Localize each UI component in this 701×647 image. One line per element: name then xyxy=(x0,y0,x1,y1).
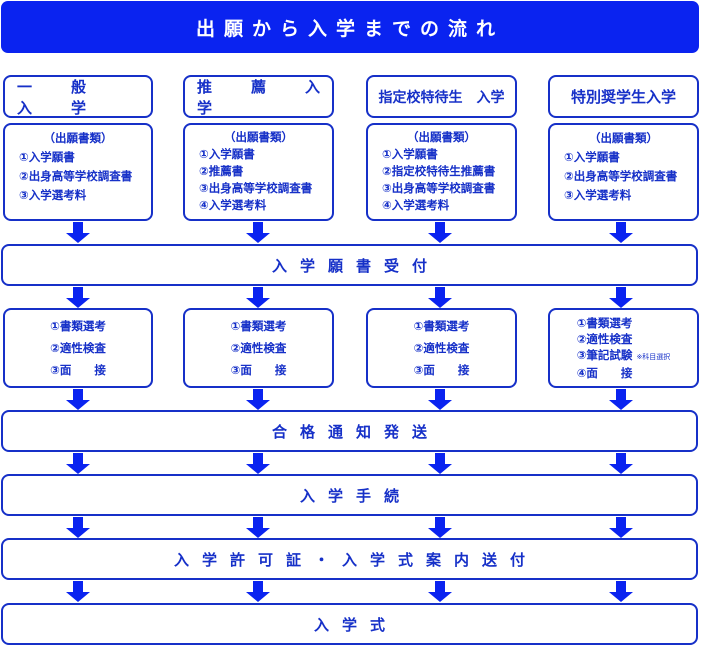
down-arrow-icon xyxy=(428,453,452,475)
down-arrow-icon xyxy=(66,389,90,411)
doc-item: ①入学願書 xyxy=(19,150,75,164)
down-arrow-icon xyxy=(428,389,452,411)
docs-heading: （出願書類） xyxy=(407,130,476,144)
down-arrow-icon xyxy=(246,453,270,475)
down-arrow-icon xyxy=(246,287,270,309)
steps-designated-school: ①書類選考 ②適性検査 ③面 接 xyxy=(366,308,517,388)
down-arrow-icon xyxy=(66,453,90,475)
down-arrow-icon xyxy=(66,581,90,603)
steps-general: ①書類選考 ②適性検査 ③面 接 xyxy=(3,308,153,388)
step-item: ③面 接 xyxy=(50,363,106,377)
header-special-scholarship-admission: 特別奨学生入学 xyxy=(548,75,699,118)
doc-item: ②推薦書 xyxy=(199,164,244,178)
doc-item: ③入学選考料 xyxy=(19,188,87,202)
down-arrow-icon xyxy=(428,517,452,539)
doc-item: ②出身高等学校調査書 xyxy=(19,169,133,183)
step-item: ②適性検査 xyxy=(576,332,633,346)
steps-special-scholarship: ①書類選考 ②適性検査 ③筆記試験※科目選択 ④面 接 xyxy=(548,308,699,388)
down-arrow-icon xyxy=(246,517,270,539)
step-item: ②適性検査 xyxy=(230,341,287,355)
down-arrow-icon xyxy=(428,581,452,603)
doc-item: ③出身高等学校調査書 xyxy=(199,181,313,195)
docs-general: （出願書類） ①入学願書 ②出身高等学校調査書 ③入学選考料 xyxy=(3,123,153,221)
down-arrow-icon xyxy=(609,581,633,603)
down-arrow-icon xyxy=(609,517,633,539)
down-arrow-icon xyxy=(428,287,452,309)
doc-item: ①入学願書 xyxy=(564,150,620,164)
down-arrow-icon xyxy=(609,389,633,411)
docs-heading: （出願書類） xyxy=(43,131,113,145)
step-item: ①書類選考 xyxy=(413,319,470,333)
docs-designated-school: （出願書類） ①入学願書 ②指定校特待生推薦書 ③出身高等学校調査書 ④入学選考… xyxy=(366,123,517,221)
down-arrow-icon xyxy=(66,222,90,244)
doc-item: ④入学選考料 xyxy=(199,198,267,212)
header-designated-school-admission: 指定校特待生 入学 xyxy=(366,75,517,118)
step-item: ①書類選考 xyxy=(576,316,633,330)
doc-item: ③入学選考料 xyxy=(564,188,632,202)
step-item: ④面 接 xyxy=(576,366,633,380)
doc-item: ②出身高等学校調査書 xyxy=(564,169,678,183)
stage-admission-permit-sent: 入学許可証・入学式案内送付 xyxy=(1,538,698,580)
docs-recommendation: （出願書類） ①入学願書 ②推薦書 ③出身高等学校調査書 ④入学選考料 xyxy=(183,123,334,221)
down-arrow-icon xyxy=(246,389,270,411)
steps-recommendation: ①書類選考 ②適性検査 ③面 接 xyxy=(183,308,334,388)
down-arrow-icon xyxy=(246,222,270,244)
down-arrow-icon xyxy=(609,222,633,244)
down-arrow-icon xyxy=(609,287,633,309)
down-arrow-icon xyxy=(609,453,633,475)
header-recommendation-admission: 推 薦 入 学 xyxy=(183,75,347,118)
docs-special-scholarship: （出願書類） ①入学願書 ②出身高等学校調査書 ③入学選考料 xyxy=(548,123,699,221)
step-item: ②適性検査 xyxy=(50,341,106,355)
stage-entrance-ceremony: 入学式 xyxy=(1,603,698,645)
doc-item: ②指定校特待生推薦書 xyxy=(382,164,496,178)
header-general-admission: 一 般 入 学 xyxy=(3,75,153,118)
docs-heading: （出願書類） xyxy=(224,130,293,144)
step-item: ①書類選考 xyxy=(50,319,106,333)
down-arrow-icon xyxy=(66,517,90,539)
doc-item: ④入学選考料 xyxy=(382,198,450,212)
down-arrow-icon xyxy=(66,287,90,309)
subject-selection-note: ※科目選択 xyxy=(636,353,671,361)
stage-acceptance-notice: 合格通知発送 xyxy=(1,410,698,452)
down-arrow-icon xyxy=(428,222,452,244)
step-item: ③筆記試験※科目選択 xyxy=(577,347,671,365)
down-arrow-icon xyxy=(246,581,270,603)
step-item: ③面 接 xyxy=(413,363,470,377)
stage-application-receipt: 入学願書受付 xyxy=(1,244,698,286)
step-item-label: ③筆記試験 xyxy=(576,348,633,362)
doc-item: ③出身高等学校調査書 xyxy=(382,181,496,195)
docs-heading: （出願書類） xyxy=(589,131,658,145)
step-item: ①書類選考 xyxy=(230,319,287,333)
step-item: ②適性検査 xyxy=(413,341,470,355)
step-item: ③面 接 xyxy=(230,363,287,377)
doc-item: ①入学願書 xyxy=(199,147,255,161)
page-title: 出願から入学までの流れ xyxy=(1,1,699,53)
stage-enrollment-procedure: 入学手続 xyxy=(1,474,698,516)
doc-item: ①入学願書 xyxy=(382,147,438,161)
